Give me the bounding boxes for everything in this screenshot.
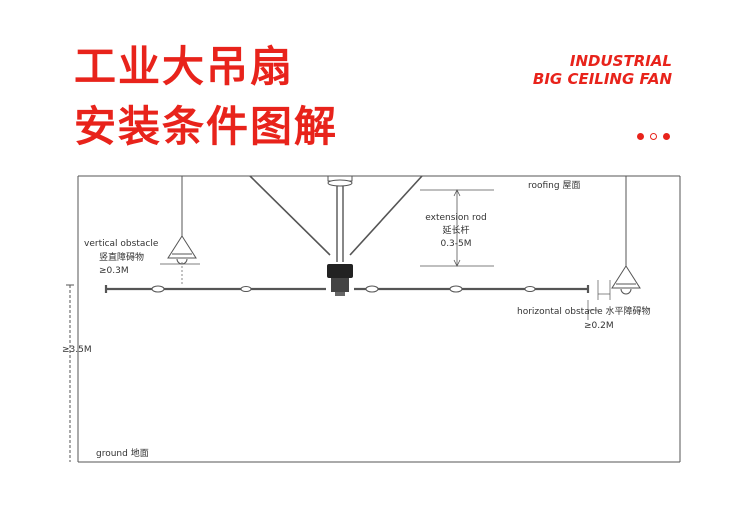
blade-clamp — [240, 286, 252, 292]
blade-clamp — [151, 285, 165, 293]
height-min-label: ≥3.5M — [62, 345, 92, 355]
roofing-label: roofing 屋面 — [528, 181, 581, 191]
fan-hub — [331, 278, 349, 292]
blade-clamp — [449, 285, 463, 293]
blade-clamp — [365, 285, 379, 293]
support-strut-right — [349, 175, 423, 256]
extension-rod-label-cn: 延长杆 — [442, 226, 470, 236]
dot-icon — [663, 133, 670, 140]
horizontal-obstacle-min: ≥0.2M — [584, 321, 614, 331]
dot-icon — [637, 133, 644, 140]
mount-plate — [327, 179, 353, 187]
decorative-dots — [637, 133, 677, 143]
fan-motor — [327, 264, 353, 278]
page-title-line-1: 工业大吊扇 — [74, 42, 295, 91]
blade-clamp — [524, 286, 536, 292]
extension-rod-range: 0.3-5M — [440, 239, 472, 249]
horizontal-obstacle-lamp — [611, 265, 641, 289]
vertical-obstacle-label-cn: 竖直障碍物 — [99, 253, 145, 263]
ground-label: ground 地面 — [96, 449, 149, 459]
ring-dot-icon — [650, 133, 657, 140]
english-title-line-1: INDUSTRIAL — [569, 52, 672, 70]
vertical-obstacle-label-en: vertical obstacle — [84, 239, 159, 249]
support-strut-left — [249, 175, 331, 256]
page-title-line-2: 安装条件图解 — [74, 102, 339, 151]
extension-rod-label-en: extension rod — [425, 213, 487, 223]
vertical-obstacle-lamp — [167, 235, 197, 259]
horizontal-obstacle-label: horizontal obstacle 水平障碍物 — [517, 307, 651, 317]
english-title-line-2: BIG CEILING FAN — [532, 70, 672, 88]
vertical-obstacle-min: ≥0.3M — [99, 266, 129, 276]
